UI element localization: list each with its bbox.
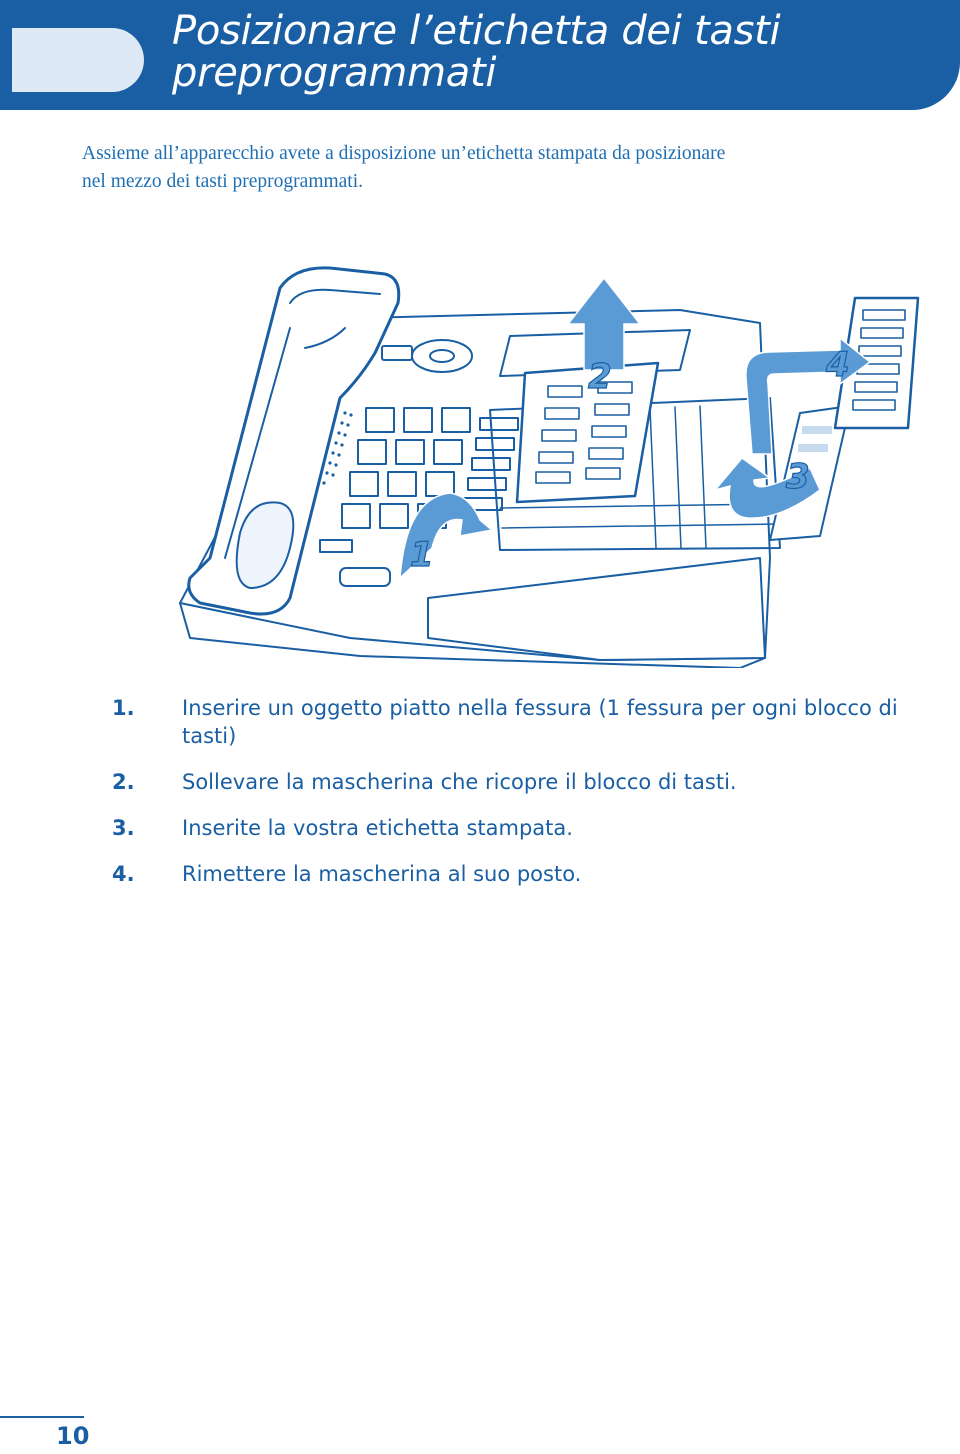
intro-paragraph: Assieme all’apparecchio avete a disposiz… [82,140,942,196]
header-banner-shape [0,0,960,110]
phone-drawing [179,266,920,669]
page-number: 10 [56,1422,90,1450]
callout-1: 1 [410,535,434,575]
page-title-line1: Posizionare l’etichetta dei tasti [172,8,781,54]
phone-illustration: 1 2 3 4 [170,258,930,669]
arrow-step-2 [566,276,642,371]
intro-line-1: Assieme all’apparecchio avete a disposiz… [82,143,726,164]
step-number: 4. [112,862,135,886]
page-title: Posizionare l’etichetta dei tasti prepro… [172,8,781,96]
page-title-line2: preprogrammati [172,50,497,96]
callout-2: 2 [588,357,612,397]
arrow-step-1 [399,492,494,580]
list-item: 2. Sollevare la mascherina che ricopre i… [112,768,922,796]
list-item: 4. Rimettere la mascherina al suo posto. [112,860,922,888]
step-text: Rimettere la mascherina al suo posto. [182,862,582,886]
callout-3: 3 [786,457,810,497]
step-text: Sollevare la mascherina che ricopre il b… [182,770,737,794]
callout-4: 4 [825,345,850,385]
intro-line-2: nel mezzo dei tasti preprogrammati. [82,171,364,192]
list-item: 1. Inserire un oggetto piatto nella fess… [112,694,922,750]
step-arrows: 1 2 3 4 [399,276,872,580]
step-number: 2. [112,770,135,794]
step-number: 3. [112,816,135,840]
list-item: 3. Inserite la vostra etichetta stampata… [112,814,922,842]
steps-list: 1. Inserire un oggetto piatto nella fess… [112,694,922,906]
footer-divider [0,1416,84,1418]
header-banner: Posizionare l’etichetta dei tasti prepro… [0,0,960,115]
arrow-step-3 [712,456,821,519]
step-text: Inserite la vostra etichetta stampata. [182,816,573,840]
step-number: 1. [112,696,135,720]
arrow-step-4 [745,336,872,455]
step-text: Inserire un oggetto piatto nella fessura… [182,696,898,748]
